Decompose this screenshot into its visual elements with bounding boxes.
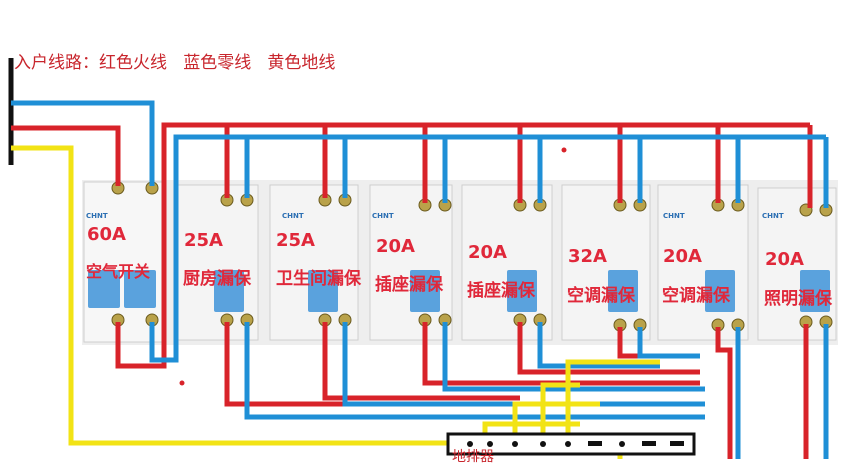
breaker-name-label: 照明漏保 xyxy=(764,289,832,309)
breaker-name-label: 空气开关 xyxy=(86,262,151,281)
marker-dot xyxy=(561,147,567,153)
breaker-name-label: 厨房漏保 xyxy=(183,269,251,289)
incoming-neutral-wire xyxy=(11,100,155,186)
brand-label: CHNT xyxy=(372,212,394,220)
ground-branch-wires xyxy=(482,359,660,459)
breaker-20a-socket-1 xyxy=(369,184,453,341)
breaker-20a-ac-2 xyxy=(657,184,749,341)
breaker-name-label: 卫生间漏保 xyxy=(276,269,361,289)
incoming-ground-wire xyxy=(11,145,450,446)
main-neutral-out xyxy=(149,134,826,363)
outgoing-live-wires xyxy=(224,322,809,459)
breaker-name-label: 空调漏保 xyxy=(567,286,635,306)
breaker-20a-lighting xyxy=(757,187,837,341)
main-live-out xyxy=(115,122,810,369)
rating-label: 32A xyxy=(568,246,607,267)
breaker-name-label: 插座漏保 xyxy=(467,281,535,301)
marker-dot xyxy=(179,380,185,386)
rating-label: 20A xyxy=(663,246,702,267)
ground-bar xyxy=(446,432,696,456)
rating-label: 25A xyxy=(276,230,315,251)
rating-label: 25A xyxy=(184,230,223,251)
breaker-name-label: 插座漏保 xyxy=(375,275,443,295)
breaker-32a-ac-1 xyxy=(561,184,651,341)
incoming-live-wire xyxy=(11,125,121,186)
brand-label: CHNT xyxy=(663,212,685,220)
rating-label: 20A xyxy=(765,249,804,270)
neutral-busbar-drops xyxy=(244,137,829,208)
rating-label: 60A xyxy=(87,224,126,245)
brand-label: CHNT xyxy=(282,212,304,220)
brand-label: CHNT xyxy=(86,212,108,220)
ground-bar-label: 地排器 xyxy=(452,449,494,465)
rating-label: 20A xyxy=(376,236,415,257)
breaker-name-label: 空调漏保 xyxy=(662,286,730,306)
brand-label: CHNT xyxy=(762,212,784,220)
breaker-20a-socket-2 xyxy=(461,184,553,341)
rating-label: 20A xyxy=(468,242,507,263)
wiring-legend: 入户线路：红色火线 蓝色零线 黄色地线 xyxy=(14,53,336,73)
